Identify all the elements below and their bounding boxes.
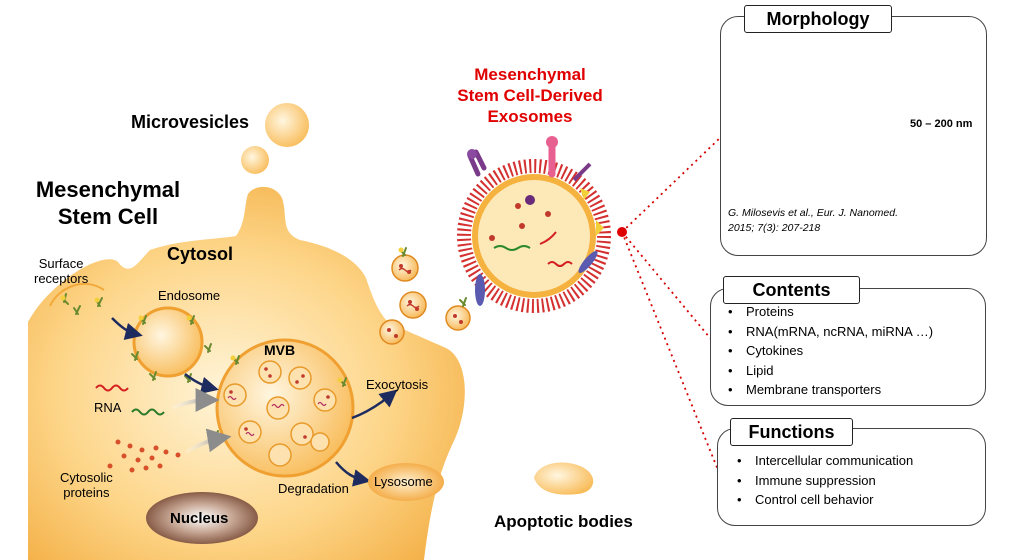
citation-line2: 2015; 7(3): 207-218 <box>728 222 821 234</box>
surface-receptors-label: Surface receptors <box>34 256 88 286</box>
lysosome-label: Lysosome <box>374 474 433 489</box>
contents-item: Membrane transporters <box>722 380 933 400</box>
contents-item: Proteins <box>722 302 933 322</box>
surface-line2: receptors <box>34 271 89 286</box>
microvesicles-label: Microvesicles <box>131 112 250 132</box>
functions-list: Intercellular communication Immune suppr… <box>731 451 913 510</box>
nucleus <box>146 492 258 544</box>
exosome-title-line1: Mesenchymal <box>474 65 586 84</box>
rna-strand <box>95 384 129 392</box>
exocytosis-label: Exocytosis <box>366 377 429 392</box>
msc-title-line2: Stem Cell <box>57 204 159 229</box>
size-range-label: 50 – 200 nm <box>910 118 973 130</box>
microvesicle-small <box>241 146 269 174</box>
msc-title: Mesenchymal Stem Cell <box>28 176 188 230</box>
contents-item: RNA(mRNA, ncRNA, miRNA …) <box>722 322 933 342</box>
contents-title: Contents <box>723 276 860 304</box>
microvesicle-large <box>265 103 309 147</box>
citation-line1: G. Milosevis et al., Eur. J. Nanomed. <box>728 207 899 219</box>
apoptotic-body <box>534 462 594 495</box>
msc-title-line1: Mesenchymal <box>35 177 181 202</box>
functions-item: Immune suppression <box>731 471 913 491</box>
cytosolic-line1: Cytosolic <box>60 470 113 485</box>
contents-item: Cytokines <box>722 341 933 361</box>
nucleus-label: Nucleus <box>170 510 229 527</box>
rna-strand-green <box>131 408 165 416</box>
apoptotic-bodies-label: Apoptotic bodies <box>494 512 633 531</box>
contents-item: Lipid <box>722 361 933 381</box>
contents-list: Proteins RNA(mRNA, ncRNA, miRNA …) Cytok… <box>722 302 933 400</box>
mvb-label: MVB <box>264 342 296 358</box>
morphology-panel <box>720 16 987 256</box>
morphology-title: Morphology <box>744 5 892 33</box>
surface-line1: Surface <box>38 256 84 271</box>
rna-label: RNA <box>94 400 122 415</box>
degradation-label: Degradation <box>278 481 349 496</box>
citation: G. Milosevis et al., Eur. J. Nanomed. 20… <box>728 206 978 236</box>
cytosol-label: Cytosol <box>167 244 234 264</box>
exosome-title-line3: Exosomes <box>487 107 573 126</box>
cytosolic-proteins-label: Cytosolic proteins <box>60 470 113 500</box>
exosome-title-line2: Stem Cell-Derived <box>457 86 603 105</box>
functions-item: Intercellular communication <box>731 451 913 471</box>
endosome-label: Endosome <box>158 288 221 303</box>
functions-item: Control cell behavior <box>731 490 913 510</box>
functions-title: Functions <box>730 418 853 446</box>
exosome <box>457 136 611 313</box>
exosome-title: Mesenchymal Stem Cell-Derived Exosomes <box>446 64 614 127</box>
endosome <box>132 306 204 378</box>
lysosome <box>368 463 444 501</box>
apoptotic-small-vesicle <box>391 254 419 282</box>
cytosolic-line2: proteins <box>63 485 110 500</box>
